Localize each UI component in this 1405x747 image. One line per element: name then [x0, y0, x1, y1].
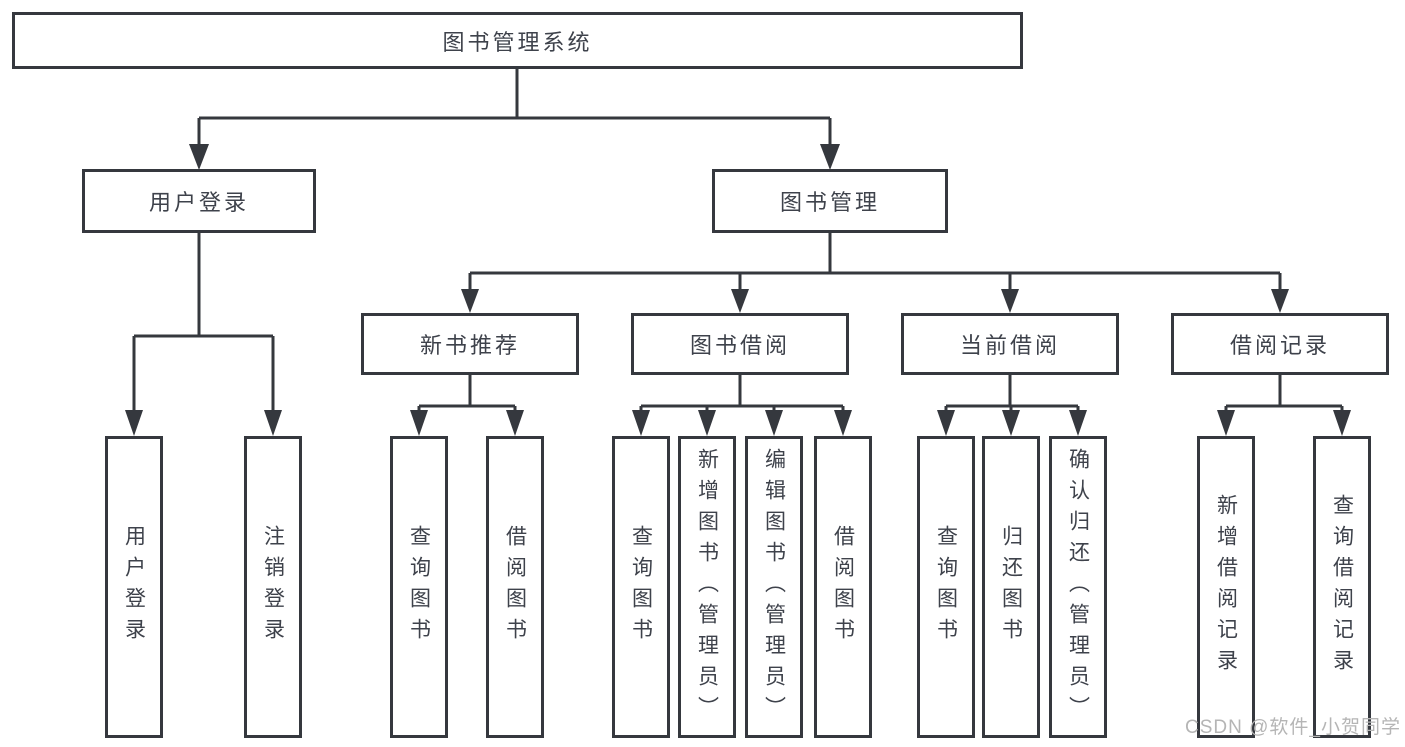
leaf-label: 确认归还（管理员） [1066, 447, 1090, 727]
leaf-query-books-current: 查询图书 [917, 436, 975, 738]
node-label: 图书借阅 [689, 333, 790, 358]
node-label: 新书推荐 [419, 333, 520, 358]
leaf-label: 借阅图书 [831, 525, 855, 649]
leaf-label: 查询借阅记录 [1330, 494, 1354, 680]
leaf-return-books: 归还图书 [982, 436, 1040, 738]
leaf-borrow-books-recommend: 借阅图书 [486, 436, 544, 738]
leaf-label: 新增借阅记录 [1214, 494, 1238, 680]
leaf-label: 编辑图书（管理员） [762, 447, 786, 727]
node-book-management: 图书管理 [712, 169, 948, 233]
leaf-label: 用户登录 [122, 525, 146, 649]
arrowheads [125, 144, 1351, 436]
node-book-borrowing: 图书借阅 [631, 313, 849, 375]
leaf-user-login: 用户登录 [105, 436, 163, 738]
leaf-add-books-admin: 新增图书（管理员） [678, 436, 736, 738]
leaf-label: 查询图书 [934, 525, 958, 649]
leaf-confirm-return-admin: 确认归还（管理员） [1049, 436, 1107, 738]
node-borrowing-records: 借阅记录 [1171, 313, 1389, 375]
leaf-query-books-borrowing: 查询图书 [612, 436, 670, 738]
node-library-management-system: 图书管理系统 [12, 12, 1023, 69]
leaf-logout: 注销登录 [244, 436, 302, 738]
node-label: 当前借阅 [959, 333, 1060, 358]
leaf-query-books-recommend: 查询图书 [390, 436, 448, 738]
leaf-label: 注销登录 [261, 525, 285, 649]
node-label: 图书管理系统 [442, 29, 593, 55]
leaf-label: 查询图书 [629, 525, 653, 649]
node-user-login: 用户登录 [82, 169, 316, 233]
leaf-label: 查询图书 [407, 525, 431, 649]
node-new-book-recommendation: 新书推荐 [361, 313, 579, 375]
node-label: 用户登录 [148, 190, 249, 215]
node-label: 图书管理 [779, 190, 880, 215]
leaf-edit-books-admin: 编辑图书（管理员） [745, 436, 803, 738]
leaf-add-borrow-record: 新增借阅记录 [1197, 436, 1255, 738]
leaf-query-borrow-record: 查询借阅记录 [1313, 436, 1371, 738]
leaf-borrow-books-borrowing: 借阅图书 [814, 436, 872, 738]
leaf-label: 新增图书（管理员） [695, 447, 719, 727]
csdn-watermark: CSDN @软件_小贺同学 [1185, 717, 1401, 738]
leaf-label: 借阅图书 [503, 525, 527, 649]
leaf-label: 归还图书 [999, 525, 1023, 649]
node-label: 借阅记录 [1229, 333, 1330, 358]
node-current-borrowing: 当前借阅 [901, 313, 1119, 375]
